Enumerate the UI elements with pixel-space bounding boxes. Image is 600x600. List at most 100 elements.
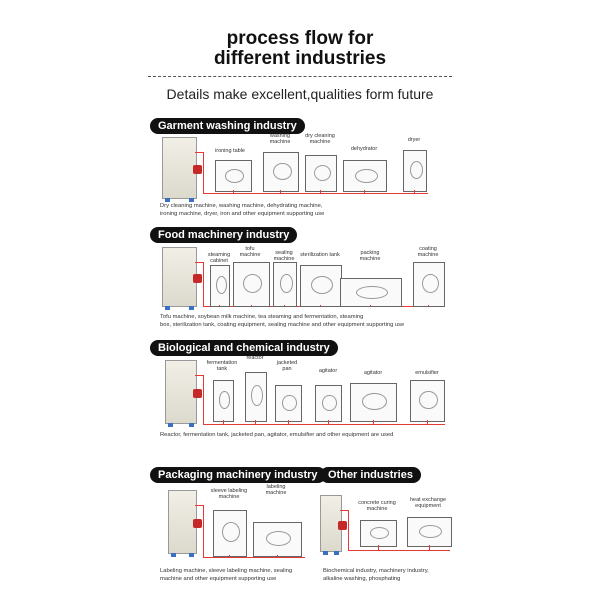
machine-image xyxy=(213,510,247,557)
steam-branch-pipe xyxy=(426,420,428,424)
steam-branch-pipe xyxy=(255,420,256,424)
machine-image xyxy=(275,385,302,422)
machine-image xyxy=(273,262,297,307)
steam-branch-pipe xyxy=(232,190,234,193)
machine-image xyxy=(343,160,387,192)
section-title-pill: Other industries xyxy=(320,467,421,483)
steam-branch-pipe xyxy=(280,190,281,193)
section-title-pill: Food machinery industry xyxy=(150,227,298,243)
subtitle: Details make excellent,qualities form fu… xyxy=(166,86,434,102)
boiler-leg xyxy=(165,198,170,202)
machine-label: dry cleaning machine xyxy=(305,133,335,145)
machine-label: dryer xyxy=(407,137,421,143)
steam-boiler-image xyxy=(165,360,202,427)
machine-image xyxy=(350,383,397,422)
machine-label: agitator xyxy=(318,368,338,374)
machine-label: ironing table xyxy=(215,148,245,154)
steam-branch-pipe xyxy=(284,305,285,306)
machine-label: concrete curing machine xyxy=(358,500,396,512)
machine-image xyxy=(340,278,402,307)
steam-boiler-image xyxy=(162,247,202,310)
machine-label: jacketed pan xyxy=(276,360,298,372)
steam-pipe xyxy=(203,193,428,194)
burner-icon xyxy=(338,520,347,530)
boiler-leg xyxy=(189,198,194,202)
machine-image xyxy=(360,520,397,547)
steam-branch-pipe xyxy=(287,420,289,424)
steam-pipe xyxy=(203,424,445,425)
steam-pipe xyxy=(195,505,203,506)
section-caption: Reactor, fermentation tank, jacketed pan… xyxy=(160,432,394,438)
machine-label: emulsifier xyxy=(415,370,439,376)
machine-label: tofu machine xyxy=(239,246,261,258)
burner-icon xyxy=(193,274,202,284)
divider xyxy=(148,76,452,77)
boiler-leg xyxy=(334,551,339,555)
steam-pipe xyxy=(195,152,203,153)
steam-branch-pipe xyxy=(377,545,379,550)
machine-image xyxy=(403,150,427,192)
section-caption: Tofu machine, soybean milk machine, tea … xyxy=(160,314,405,328)
machine-image xyxy=(315,385,342,422)
steam-pipe xyxy=(195,262,203,263)
section-title-pill: Garment washing industry xyxy=(150,118,305,134)
machine-label: labeling machine xyxy=(265,484,287,496)
steam-branch-pipe xyxy=(229,555,230,557)
steam-branch-pipe xyxy=(327,420,329,424)
steam-branch-pipe xyxy=(222,420,224,424)
machine-label: sterilization tank xyxy=(300,252,340,258)
steam-branch-pipe xyxy=(370,305,371,306)
burner-icon xyxy=(193,518,202,528)
page-title-line-2: different industries xyxy=(213,48,387,69)
section-caption: Labeling machine, sleeve labeling machin… xyxy=(160,568,293,582)
steam-branch-pipe xyxy=(219,305,220,306)
machine-image xyxy=(407,517,452,547)
machine-label: fermentation tank xyxy=(206,360,238,372)
steam-pipe xyxy=(348,510,349,550)
machine-image xyxy=(413,262,445,307)
steam-branch-pipe xyxy=(276,555,278,557)
steam-pipe xyxy=(203,262,204,306)
machine-image xyxy=(305,155,337,192)
machine-image xyxy=(245,372,267,422)
steam-pipe xyxy=(340,510,348,511)
steam-pipe xyxy=(195,375,203,376)
boiler-leg xyxy=(171,553,176,557)
section-caption: Biochemical industry, machinery industry… xyxy=(323,568,429,582)
steam-boiler-image xyxy=(162,137,202,202)
machine-label: sealing machine xyxy=(273,250,295,262)
machine-label: heat exchange equipment xyxy=(409,497,447,509)
machine-label: packing machine xyxy=(359,250,381,262)
steam-branch-pipe xyxy=(372,420,374,424)
steam-branch-pipe xyxy=(320,305,321,306)
burner-icon xyxy=(193,388,202,398)
machine-image xyxy=(210,265,230,307)
steam-branch-pipe xyxy=(428,305,429,306)
steam-boiler-image xyxy=(320,495,347,555)
boiler-leg xyxy=(189,423,194,427)
section-title-pill: Biological and chemical industry xyxy=(150,340,338,356)
burner-icon xyxy=(193,165,202,174)
steam-branch-pipe xyxy=(414,190,415,193)
steam-pipe xyxy=(203,152,204,193)
steam-pipe xyxy=(203,375,204,424)
steam-boiler-image xyxy=(168,490,202,557)
machine-image xyxy=(233,262,270,307)
machine-label: steaming cabinet xyxy=(207,252,231,264)
machine-label: agitator xyxy=(363,370,383,376)
boiler-leg xyxy=(189,553,194,557)
machine-image xyxy=(263,152,299,192)
section-title-pill: Packaging machinery industry xyxy=(150,467,326,483)
machine-image xyxy=(300,265,342,307)
machine-label: washing machine xyxy=(269,133,291,145)
steam-pipe xyxy=(203,505,204,557)
steam-branch-pipe xyxy=(250,305,252,306)
machine-image xyxy=(213,380,234,422)
boiler-leg xyxy=(165,306,170,310)
machine-image xyxy=(410,380,445,422)
steam-pipe xyxy=(203,557,305,558)
steam-branch-pipe xyxy=(320,190,321,193)
machine-label: dehydrator xyxy=(350,146,378,152)
machine-label: coating machine xyxy=(417,246,439,258)
page-title-line-1: process flow for xyxy=(226,28,374,49)
